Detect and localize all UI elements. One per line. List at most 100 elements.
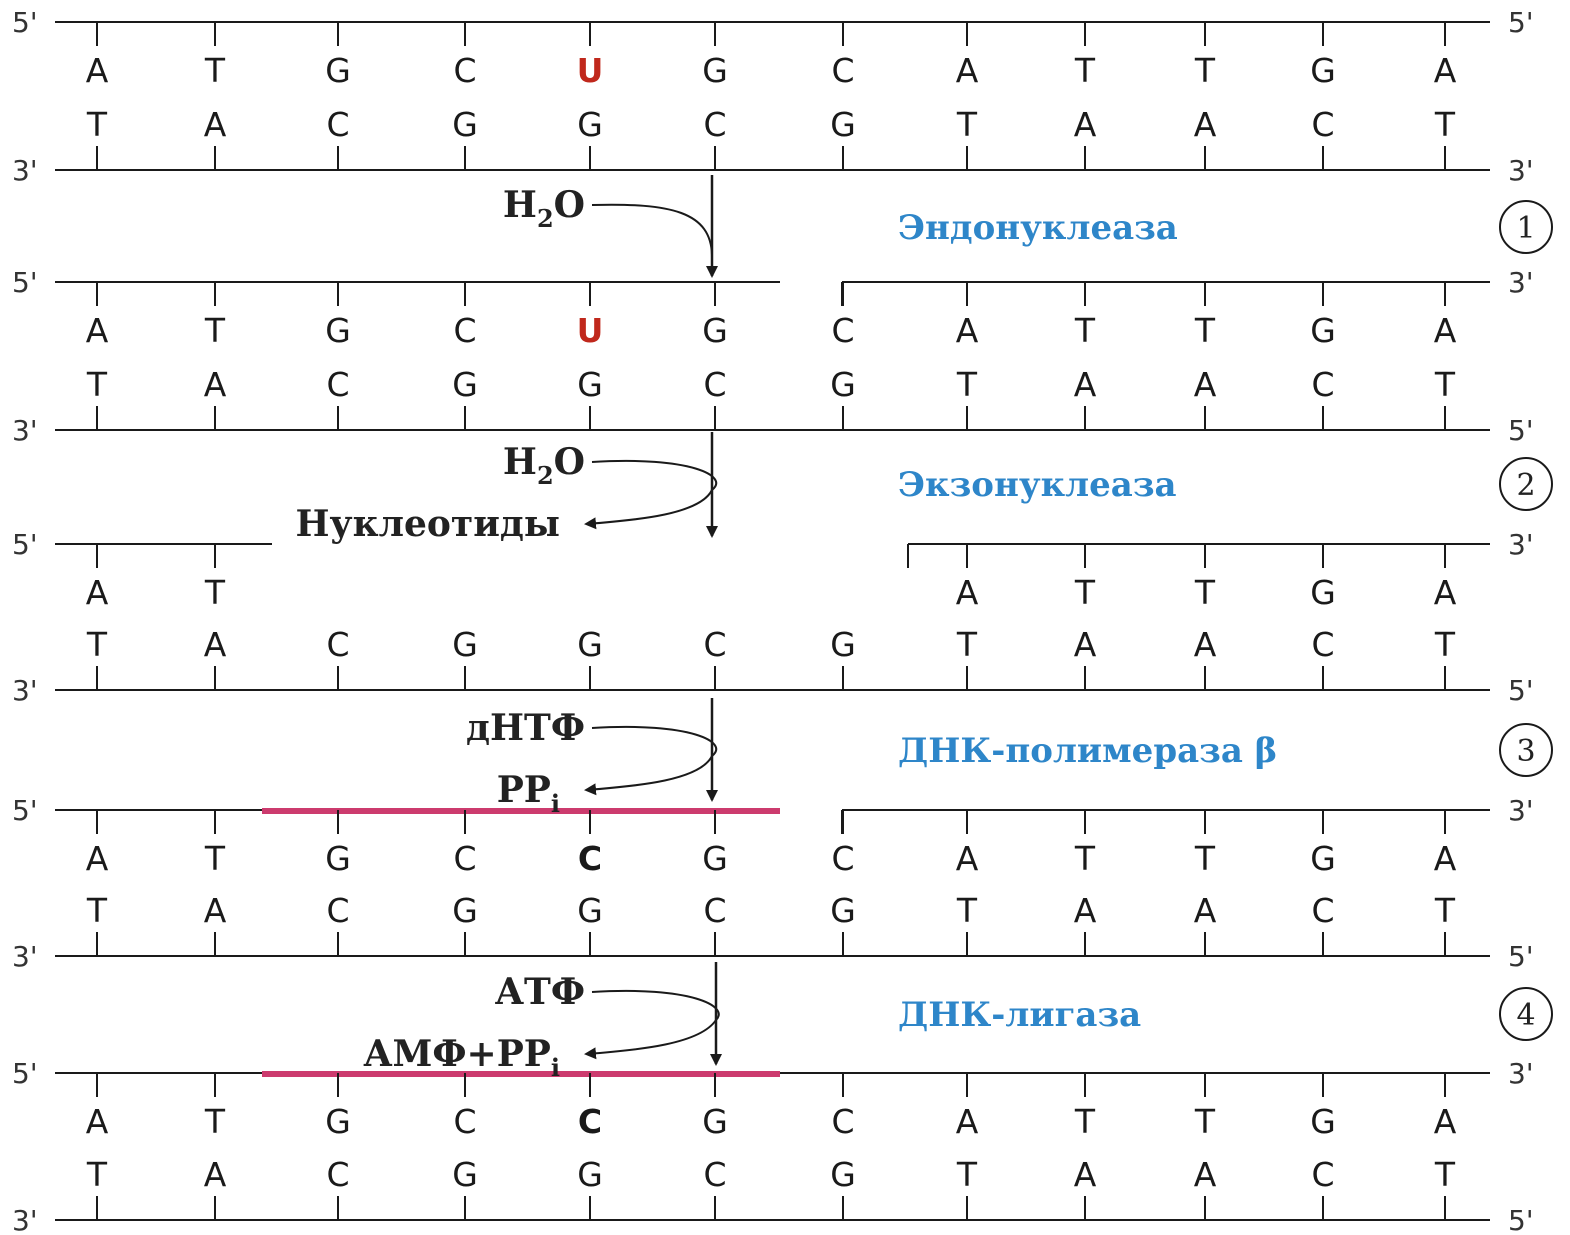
- top-base-A: A: [1434, 573, 1457, 612]
- top-base-T: T: [1074, 51, 1096, 90]
- step-number: 3: [1516, 734, 1535, 769]
- bottom-base-G: G: [452, 625, 478, 664]
- top-base-A: A: [1434, 311, 1457, 350]
- top-strand-right-end-label: 3': [1508, 794, 1534, 827]
- bottom-base-C: C: [326, 365, 349, 404]
- input-reagent: АТФ: [495, 971, 585, 1013]
- top-base-C: C: [831, 51, 854, 90]
- reagent-curve-arrow: [584, 459, 718, 530]
- top-base-G: G: [325, 311, 351, 350]
- top-base-C: C: [578, 1102, 602, 1141]
- step-number-circle: [1499, 723, 1553, 777]
- top-base-T: T: [1074, 839, 1096, 878]
- top-strand-left-end-label: 5': [12, 1057, 38, 1090]
- bottom-base-A: A: [204, 105, 227, 144]
- top-base-C: C: [453, 51, 476, 90]
- top-strand-right-end-label: 3': [1508, 266, 1534, 299]
- top-base-T: T: [1074, 573, 1096, 612]
- top-base-A: A: [86, 311, 109, 350]
- top-base-A: A: [956, 311, 979, 350]
- bottom-base-C: C: [703, 891, 726, 930]
- top-base-G: G: [1310, 573, 1336, 612]
- bottom-base-G: G: [452, 891, 478, 930]
- output-product: PPi: [497, 769, 560, 818]
- enzyme-name: Эндонуклеаза: [898, 208, 1178, 248]
- bottom-base-G: G: [830, 365, 856, 404]
- top-base-T: T: [1194, 1102, 1216, 1141]
- bottom-base-T: T: [86, 625, 108, 664]
- bottom-strand-left-end-label: 3': [12, 414, 38, 447]
- bottom-base-T: T: [956, 625, 978, 664]
- bottom-base-G: G: [577, 365, 603, 404]
- top-base-G: G: [325, 51, 351, 90]
- bottom-base-G: G: [577, 891, 603, 930]
- top-strand-right-end-label: 5': [1508, 6, 1534, 39]
- bottom-base-C: C: [703, 105, 726, 144]
- output-product: Нуклеотиды: [296, 503, 560, 545]
- bottom-base-T: T: [956, 891, 978, 930]
- top-base-T: T: [1194, 311, 1216, 350]
- enzyme-name: Экзонуклеаза: [898, 465, 1177, 505]
- top-base-G: G: [702, 839, 728, 878]
- top-base-C: C: [453, 311, 476, 350]
- bottom-base-C: C: [326, 1155, 349, 1194]
- bottom-base-G: G: [830, 625, 856, 664]
- reaction-step-4: АТФ АМФ+PPi ДНК-лигаза 4: [363, 962, 1553, 1082]
- step-number: 4: [1516, 998, 1535, 1033]
- bottom-base-C: C: [1311, 625, 1334, 664]
- top-base-T: T: [204, 311, 226, 350]
- bottom-base-A: A: [1194, 1155, 1217, 1194]
- bottom-base-C: C: [326, 105, 349, 144]
- top-base-A: A: [956, 839, 979, 878]
- top-strand-right-end-label: 3': [1508, 1057, 1534, 1090]
- bottom-base-G: G: [452, 365, 478, 404]
- bottom-strand-right-end-label: 5': [1508, 414, 1534, 447]
- top-base-A: A: [956, 573, 979, 612]
- bottom-base-C: C: [1311, 105, 1334, 144]
- bottom-base-A: A: [1074, 891, 1097, 930]
- bottom-base-A: A: [204, 625, 227, 664]
- output-product: АМФ+PPi: [363, 1033, 560, 1082]
- top-base-G: G: [702, 1102, 728, 1141]
- top-base-A: A: [86, 1102, 109, 1141]
- bottom-base-C: C: [326, 625, 349, 664]
- bottom-base-T: T: [86, 1155, 108, 1194]
- bottom-base-T: T: [1434, 1155, 1456, 1194]
- top-base-C: C: [578, 839, 602, 878]
- top-base-A: A: [956, 1102, 979, 1141]
- top-base-T: T: [204, 573, 226, 612]
- top-base-A: A: [86, 839, 109, 878]
- bottom-base-A: A: [1074, 625, 1097, 664]
- input-reagent: H2O: [503, 184, 585, 233]
- bottom-strand-left-end-label: 3': [12, 674, 38, 707]
- bottom-base-T: T: [1434, 365, 1456, 404]
- enzyme-name: ДНК-полимераза β: [898, 731, 1277, 771]
- bottom-base-C: C: [326, 891, 349, 930]
- bottom-strand-right-end-label: 3': [1508, 154, 1534, 187]
- top-base-G: G: [1310, 311, 1336, 350]
- reaction-step-2: H2O Нуклеотиды Экзонуклеаза 2: [296, 432, 1553, 545]
- top-base-A: A: [1434, 839, 1457, 878]
- top-strand-left-end-label: 5': [12, 794, 38, 827]
- reagent-curve-arrow: [584, 725, 718, 796]
- top-base-T: T: [1194, 839, 1216, 878]
- step-number-circle: [1499, 200, 1553, 254]
- top-base-T: T: [204, 839, 226, 878]
- reagent-curve-arrow: [584, 989, 720, 1060]
- input-reagent: H2O: [503, 441, 585, 490]
- top-base-C: C: [831, 311, 854, 350]
- bottom-strand-left-end-label: 3': [12, 154, 38, 187]
- top-base-T: T: [1074, 1102, 1096, 1141]
- step-number: 2: [1516, 468, 1535, 503]
- enzyme-name: ДНК-лигаза: [898, 995, 1141, 1035]
- bottom-base-T: T: [86, 891, 108, 930]
- bottom-base-A: A: [204, 1155, 227, 1194]
- bottom-base-T: T: [1434, 105, 1456, 144]
- top-base-G: G: [1310, 1102, 1336, 1141]
